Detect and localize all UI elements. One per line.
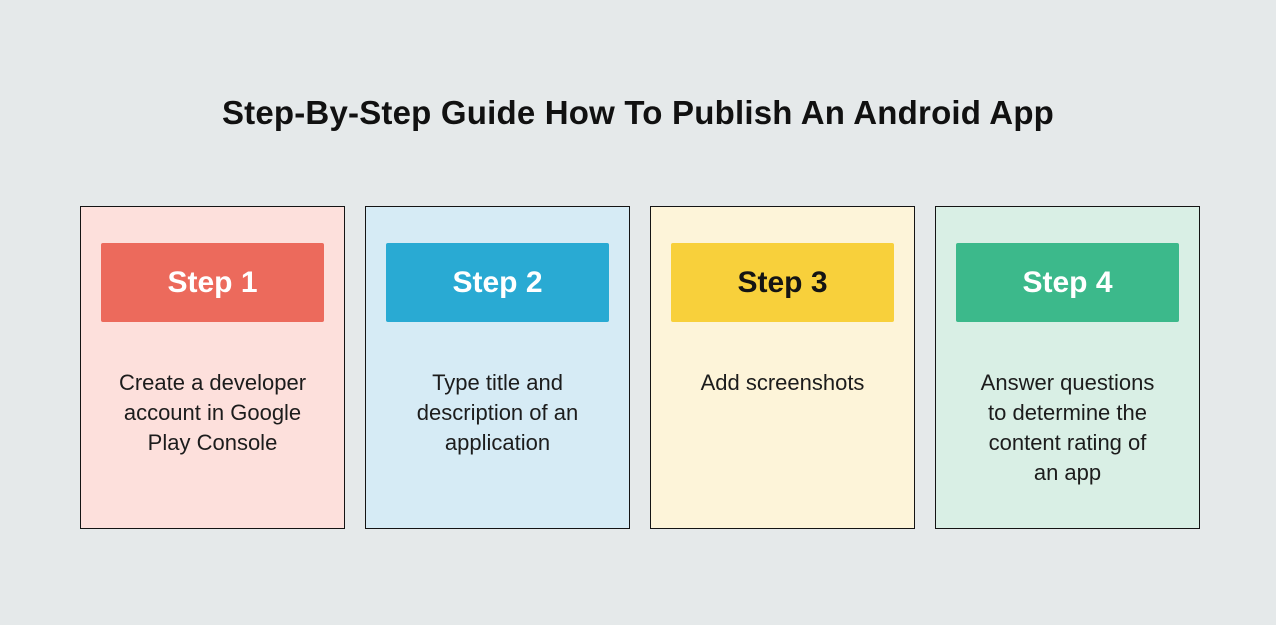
step-4-label: Step 4: [1022, 265, 1113, 299]
steps-row: Step 1 Create a developer account in Goo…: [80, 206, 1200, 529]
step-3-description: Add screenshots: [700, 370, 865, 395]
step-4-header: Step 4: [956, 243, 1179, 322]
step-1-label: Step 1: [167, 265, 258, 299]
step-card-4: Step 4 Answer questions to determine the…: [935, 206, 1200, 529]
step-1-header: Step 1: [101, 243, 324, 322]
step-card-2: Step 2 Type title and description of an …: [365, 206, 630, 529]
page-title: Step-By-Step Guide How To Publish An And…: [221, 94, 1055, 131]
step-card-1: Step 1 Create a developer account in Goo…: [80, 206, 345, 529]
step-2-description: Type title and description of an applica…: [416, 370, 579, 455]
step-2-header: Step 2: [386, 243, 609, 322]
step-2-label: Step 2: [452, 265, 543, 299]
step-4-description: Answer questions to determine the conten…: [980, 370, 1155, 485]
step-3-label: Step 3: [737, 265, 828, 299]
step-card-3: Step 3 Add screenshots: [650, 206, 915, 529]
step-1-description: Create a developer account in Google Pla…: [118, 370, 307, 455]
step-3-header: Step 3: [671, 243, 894, 322]
